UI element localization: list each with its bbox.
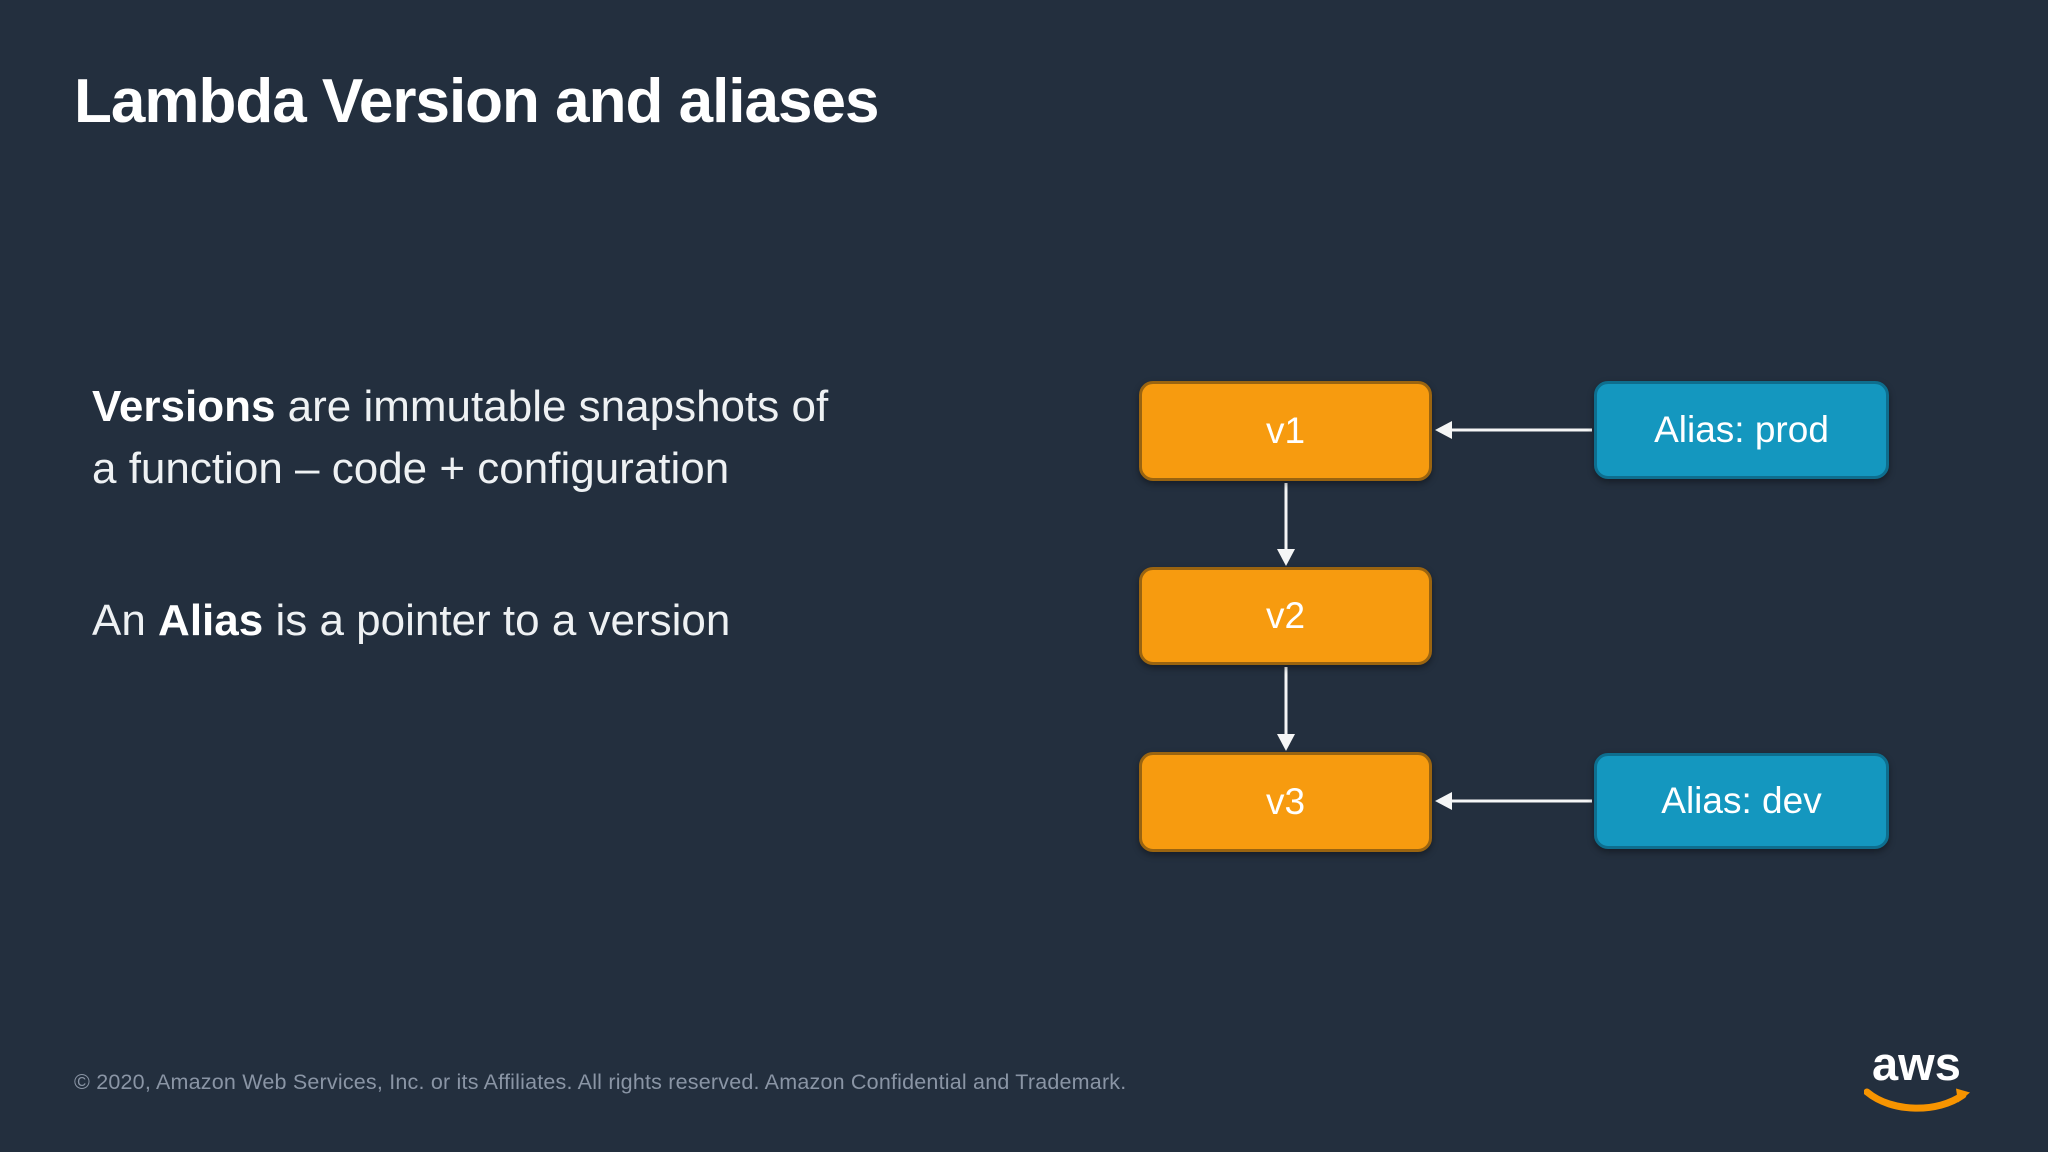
alias-label: Alias: prod bbox=[1654, 409, 1829, 450]
alias-box-dev: Alias: dev bbox=[1594, 753, 1889, 849]
body-text-versions: Versions are immutable snapshots of a fu… bbox=[92, 376, 828, 500]
aws-smile-icon bbox=[1864, 1088, 1970, 1112]
arrow-v2-to-v3 bbox=[1277, 667, 1295, 751]
versions-rest-text: are immutable snapshots of a function – … bbox=[92, 382, 829, 493]
version-box-v3: v3 bbox=[1139, 752, 1432, 852]
version-label: v2 bbox=[1265, 595, 1306, 636]
version-label: v1 bbox=[1265, 410, 1306, 451]
alias-box-prod: Alias: prod bbox=[1594, 381, 1889, 479]
alias-bold-text: Alias bbox=[158, 596, 264, 645]
footer-copyright: © 2020, Amazon Web Services, Inc. or its… bbox=[74, 1070, 1127, 1094]
page-title: Lambda Version and aliases bbox=[74, 67, 879, 136]
alias-label: Alias: dev bbox=[1661, 780, 1822, 821]
body-text-alias: An Alias is a pointer to a version bbox=[92, 590, 730, 652]
version-box-v1: v1 bbox=[1139, 381, 1432, 481]
aws-logo: aws bbox=[1864, 1036, 1984, 1120]
versions-bold-text: Versions bbox=[92, 382, 276, 431]
alias-rest-text: is a pointer to a version bbox=[263, 596, 731, 645]
arrow-dev-to-v3 bbox=[1435, 792, 1592, 810]
arrow-prod-to-v1 bbox=[1435, 421, 1592, 439]
version-label: v3 bbox=[1265, 781, 1306, 822]
aws-logo-text: aws bbox=[1872, 1037, 1961, 1090]
arrow-v1-to-v2 bbox=[1277, 483, 1295, 566]
version-box-v2: v2 bbox=[1139, 567, 1432, 665]
alias-pre-text: An bbox=[92, 596, 159, 645]
